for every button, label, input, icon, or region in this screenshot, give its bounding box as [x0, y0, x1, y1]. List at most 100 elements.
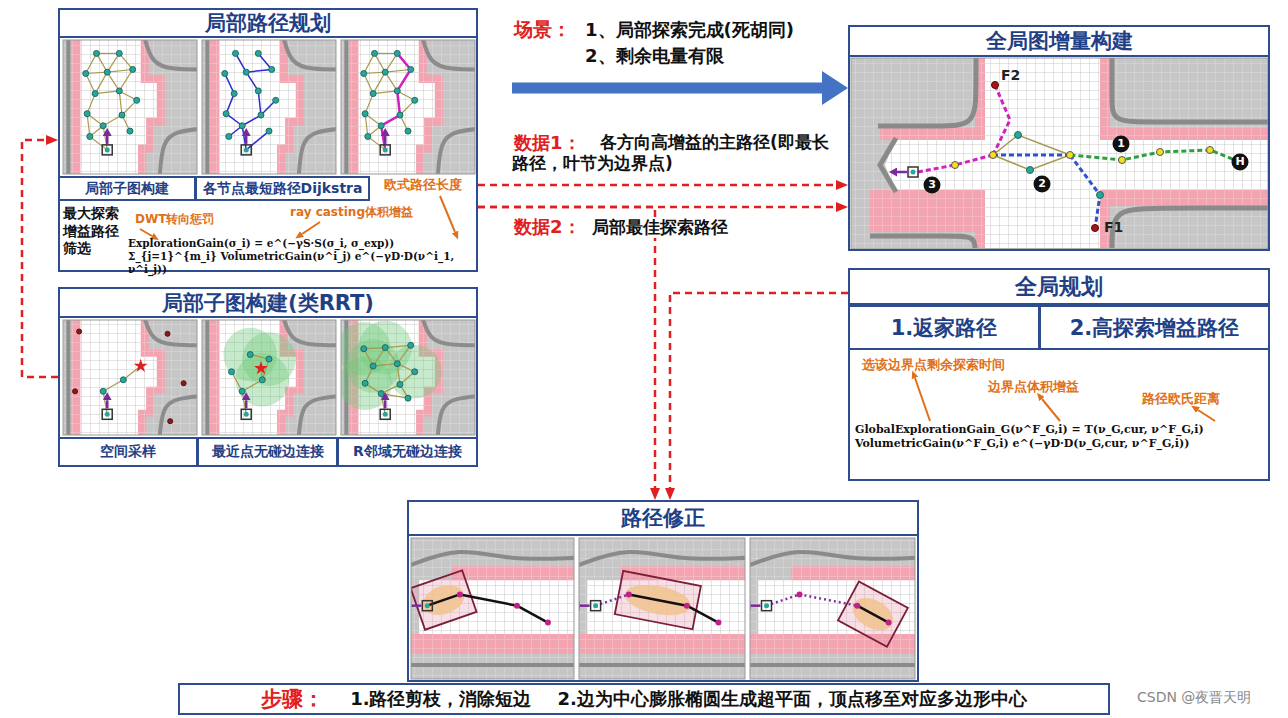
graph-vertex: [247, 352, 253, 358]
heading-arrow: [411, 604, 421, 607]
step-text: 2.边为中心膨胀椭圆生成超平面，顶点移至对应多边形中心: [558, 687, 1027, 711]
wall: [411, 663, 574, 667]
map-figure: [341, 320, 475, 435]
figure-frame: [411, 538, 574, 679]
inflated-obstacle: [349, 40, 443, 174]
graph-vertex: [378, 123, 384, 129]
data-heading: 数据1：: [512, 132, 583, 155]
graph-vertex: [457, 591, 463, 597]
leader-arrow: [1042, 399, 1060, 421]
graph-vertex: [116, 50, 122, 56]
callout-number: 3: [924, 177, 940, 193]
graph-vertex: [952, 162, 959, 169]
graph-vertex: [382, 69, 388, 75]
wall: [878, 58, 976, 126]
graph-vertex: [1015, 132, 1022, 139]
graph-vertex: [911, 170, 916, 175]
robot-symbol: [762, 601, 772, 611]
graph-vertex: [105, 147, 110, 152]
data-text: 局部最佳探索路径: [590, 217, 730, 238]
graph-vertex: [361, 346, 367, 352]
inflated-obstacle: [71, 320, 165, 435]
best-path: [381, 53, 410, 149]
graph-vertex: [545, 620, 551, 626]
graph-edge: [95, 72, 107, 93]
callout-number: H: [1232, 154, 1248, 170]
graph-edge: [119, 91, 122, 115]
graph-vertex: [84, 111, 90, 117]
graph-vertex: [382, 345, 388, 351]
callout-disc: [1034, 176, 1051, 193]
caption-text: R邻域无碰边连接: [353, 443, 462, 461]
wall: [298, 128, 336, 174]
panel: 全局图增量构建: [848, 25, 1270, 251]
map-figure: [851, 58, 1268, 249]
heading-arrow: [106, 400, 109, 408]
wall: [579, 663, 745, 667]
graph-edge: [993, 135, 1070, 155]
data-heading: 数据2：: [512, 216, 583, 239]
annotation: 欧式路径长度: [384, 177, 462, 193]
wall: [421, 40, 475, 69]
graph-vertex: [92, 91, 98, 97]
free-space: [80, 40, 156, 174]
frontier-label: F1: [1104, 219, 1123, 237]
graph-vertex: [394, 88, 400, 94]
corrected-path: [800, 594, 858, 605]
raw-path: [517, 606, 548, 623]
graph-vertex: [239, 123, 245, 129]
wall: [205, 320, 209, 435]
wall: [344, 40, 348, 174]
graph-edge: [385, 345, 410, 347]
graph-vertex: [100, 388, 106, 394]
option-box: 2.高探索增益路径: [1039, 305, 1270, 350]
safe-polygon: [838, 582, 908, 647]
annotation: 选该边界点剩余探索时间: [862, 357, 1005, 373]
graph-vertex: [223, 111, 229, 117]
graph-vertex: [394, 361, 400, 367]
graph-vertex: [412, 369, 418, 375]
graph-vertex: [397, 381, 403, 387]
inflated-obstacle: [1100, 58, 1110, 128]
annotation: 边界点体积增益: [988, 379, 1079, 395]
connector-arrow: [22, 140, 58, 377]
option-box: 1.返家路径: [848, 305, 1040, 350]
graph-vertex: [1207, 147, 1214, 154]
caption-box: R邻域无碰边连接: [337, 437, 478, 467]
raw-path: [460, 594, 517, 605]
robot-symbol: [241, 145, 251, 155]
heading-arrow: [106, 136, 109, 144]
wall: [750, 552, 915, 566]
graph-vertex: [77, 329, 82, 334]
graph-vertex: [854, 603, 860, 609]
graph-vertex: [405, 395, 411, 401]
graph-edge: [119, 69, 132, 90]
wall: [143, 40, 197, 69]
robot-symbol: [241, 409, 251, 419]
frontier-path: [918, 155, 993, 172]
raw-path: [687, 606, 719, 623]
free-space: [219, 40, 295, 174]
map-figure: [579, 538, 745, 679]
caption-box: 局部子图构建: [58, 176, 196, 201]
graph-vertex: [408, 342, 414, 348]
graph-vertex: [255, 88, 261, 94]
leader-arrow: [915, 378, 930, 421]
graph-vertex: [134, 97, 140, 103]
graph-vertex: [797, 591, 803, 597]
graph-vertex: [73, 389, 78, 394]
graph-vertex: [412, 97, 418, 103]
wall: [159, 396, 197, 435]
occupied-grid: [63, 320, 197, 435]
raw-path: [629, 594, 687, 605]
wall: [421, 320, 475, 345]
robot-symbol: [380, 145, 390, 155]
map-figure: [63, 40, 197, 174]
graph-vertex: [365, 133, 371, 139]
graph-vertex: [100, 123, 106, 129]
graph-vertex: [1097, 192, 1104, 199]
graph-vertex: [361, 71, 367, 77]
figure-frame: [202, 40, 336, 174]
